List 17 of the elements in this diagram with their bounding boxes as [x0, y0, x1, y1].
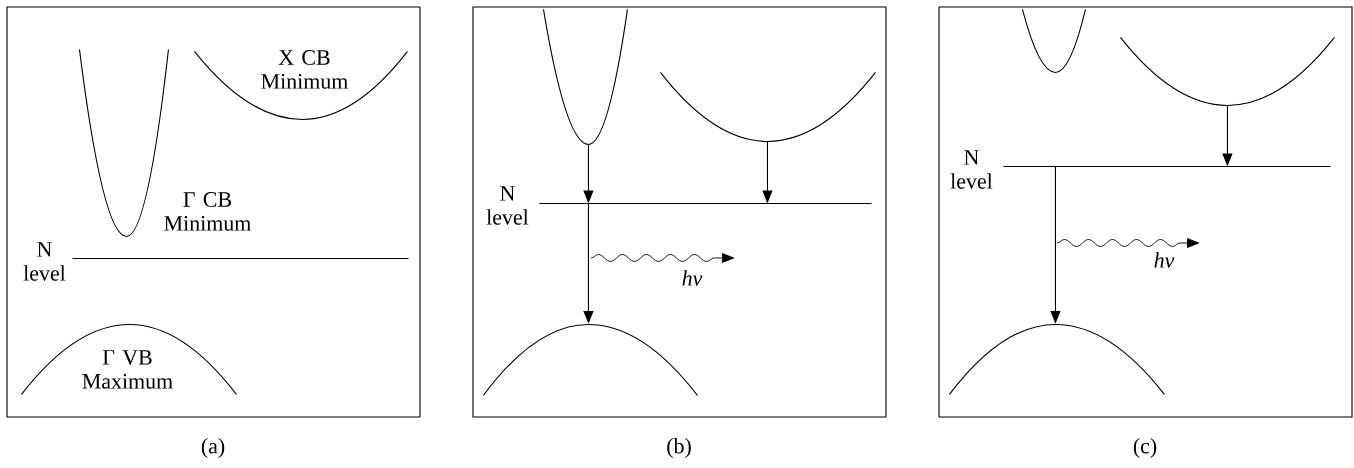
band-curve	[659, 71, 876, 142]
band-label: X CB Minimum	[261, 50, 348, 89]
band-label: N level	[23, 242, 66, 281]
band-label: Γ VB Maximum	[82, 350, 173, 389]
panel-caption: (c)	[1133, 438, 1157, 458]
band-label: Γ CB Minimum	[164, 192, 251, 231]
band-curve	[1021, 8, 1086, 73]
panel-caption: (b)	[667, 438, 691, 458]
photon-label: hν	[682, 270, 703, 286]
band-curve	[1119, 36, 1335, 106]
band-label: N level	[486, 186, 529, 225]
band-label: N level	[950, 150, 993, 189]
photon-label: hν	[1154, 252, 1175, 268]
panel-caption: (a)	[201, 438, 225, 458]
band-curve	[948, 323, 1165, 395]
band-curve	[542, 8, 628, 145]
band-curve	[482, 323, 698, 396]
